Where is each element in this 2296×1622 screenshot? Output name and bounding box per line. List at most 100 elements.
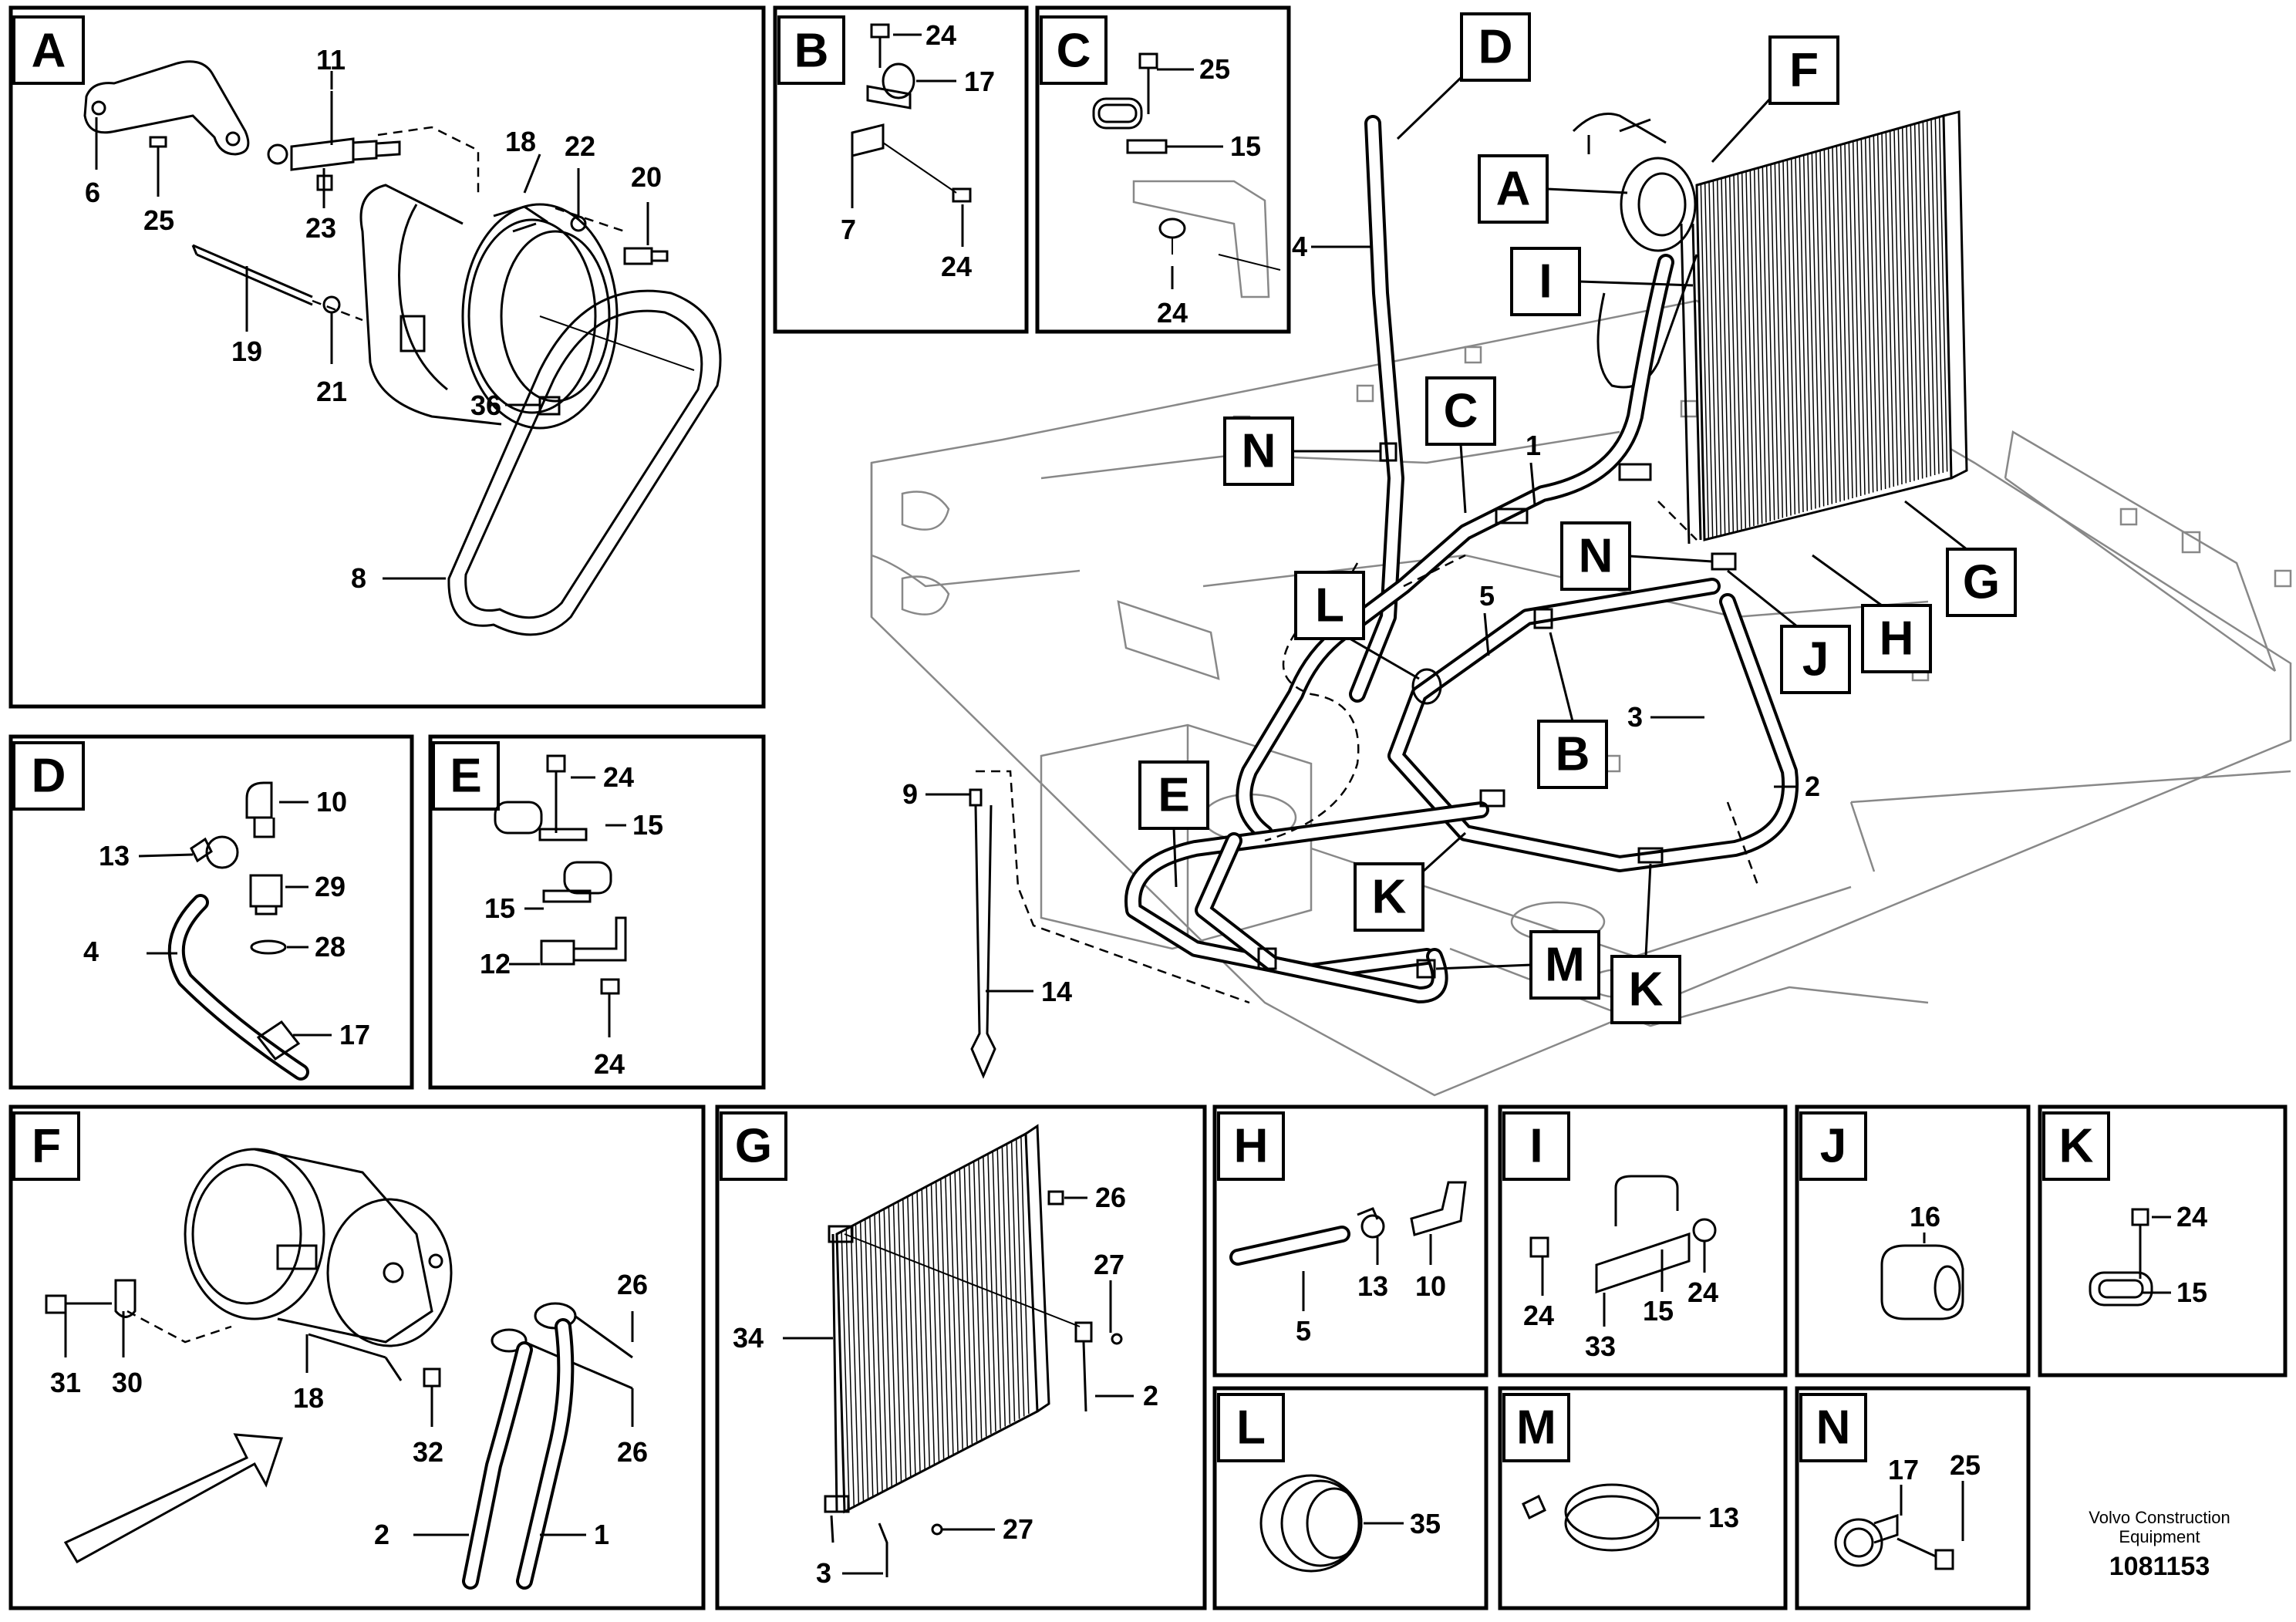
label-main-14: 14 (1041, 976, 1072, 1007)
label-i-33: 33 (1585, 1330, 1616, 1362)
label-g-27b: 27 (1003, 1513, 1033, 1545)
panel-a-letter: A (32, 25, 66, 78)
svg-text:N: N (1242, 425, 1276, 478)
main-callout-h: H (1812, 554, 1932, 673)
svg-text:J: J (1802, 633, 1829, 686)
main-callout-n2: N (1560, 521, 1713, 591)
svg-text:G: G (1963, 556, 2000, 609)
svg-text:F: F (1789, 44, 1819, 97)
label-g-26: 26 (1095, 1182, 1126, 1213)
label-b-24a: 24 (925, 19, 956, 51)
label-g-3: 3 (816, 1557, 831, 1589)
label-j-16: 16 (1910, 1201, 1940, 1233)
panel-m-letter: M (1516, 1401, 1556, 1455)
svg-text:B: B (1556, 728, 1590, 781)
label-b-17: 17 (964, 66, 995, 97)
label-a-21: 21 (316, 376, 347, 407)
panel-n-letter: N (1816, 1401, 1851, 1455)
label-f-26a: 26 (617, 1269, 648, 1300)
label-a-25: 25 (143, 204, 174, 236)
svg-text:M: M (1545, 939, 1585, 992)
panel-g-fins (841, 1136, 1030, 1509)
label-d-17: 17 (339, 1019, 370, 1050)
footer-part-number: 1081153 (2109, 1552, 2210, 1581)
panel-k-letter: K (2059, 1120, 2094, 1173)
svg-text:A: A (1496, 163, 1531, 216)
panel-j: J (1795, 1104, 2031, 1378)
label-d-28: 28 (315, 931, 346, 963)
label-b-7: 7 (841, 214, 856, 245)
svg-text:N: N (1579, 530, 1613, 583)
main-callout-i: I (1510, 247, 1694, 316)
label-g-27a: 27 (1094, 1249, 1124, 1280)
footer: Volvo Construction Equipment 1081153 (2089, 1508, 2230, 1581)
label-h-13: 13 (1357, 1270, 1388, 1302)
condenser-fins (1700, 116, 1948, 539)
label-a-6: 6 (85, 177, 100, 208)
main-callout-b: B (1537, 632, 1608, 789)
label-i-24b: 24 (1687, 1276, 1718, 1308)
panel-b: B (773, 5, 1029, 334)
label-e-24b: 24 (594, 1048, 625, 1080)
panel-f: F (8, 1104, 706, 1610)
svg-text:L: L (1315, 579, 1344, 632)
label-f-32: 32 (413, 1436, 443, 1468)
svg-text:E: E (1158, 769, 1189, 822)
main-callout-k1: K (1354, 831, 1467, 932)
svg-text:K: K (1372, 871, 1407, 924)
panel-g-letter: G (735, 1120, 772, 1173)
label-f-1: 1 (594, 1519, 609, 1550)
panel-i: I (1498, 1104, 1788, 1378)
label-i-24a: 24 (1523, 1300, 1554, 1331)
panel-h-letter: H (1234, 1120, 1269, 1173)
label-c-24: 24 (1157, 297, 1188, 329)
label-f-26b: 26 (617, 1436, 648, 1468)
panel-d-letter: D (32, 750, 66, 803)
panel-h: H (1212, 1104, 1489, 1378)
svg-text:H: H (1880, 612, 1914, 666)
main-callout-d: D (1396, 12, 1531, 140)
label-e-15a: 15 (632, 809, 663, 841)
panel-e: E (428, 734, 766, 1090)
footer-company-line2: Equipment (2119, 1527, 2200, 1546)
main-assembly-view: D F A I N C N L B J H G E K M K (870, 12, 2292, 1097)
label-a-36: 36 (470, 389, 501, 421)
main-callout-a: A (1478, 154, 1628, 224)
panel-i-letter: I (1529, 1120, 1542, 1173)
label-main-3: 3 (1627, 701, 1643, 733)
label-d-4: 4 (83, 936, 99, 967)
main-callout-l: L (1294, 571, 1420, 680)
label-a-8: 8 (351, 562, 366, 594)
label-d-13: 13 (99, 840, 130, 872)
label-h-10: 10 (1415, 1270, 1446, 1302)
label-c-15: 15 (1230, 130, 1261, 162)
label-h-5: 5 (1296, 1315, 1311, 1347)
panel-m: M (1498, 1386, 1788, 1610)
panel-f-letter: F (32, 1120, 61, 1173)
label-n-25: 25 (1950, 1449, 1981, 1481)
label-main-9: 9 (902, 778, 918, 810)
label-e-24a: 24 (603, 761, 634, 793)
panel-k: K (2038, 1104, 2288, 1378)
panel-a-tag (12, 15, 85, 85)
main-callout-f: F (1711, 35, 1839, 164)
label-d-29: 29 (315, 871, 346, 902)
label-a-23: 23 (305, 212, 336, 244)
label-l-35: 35 (1410, 1508, 1441, 1539)
label-g-34: 34 (733, 1322, 764, 1354)
label-i-15: 15 (1643, 1295, 1674, 1327)
footer-company-line1: Volvo Construction (2089, 1508, 2230, 1527)
label-main-1: 1 (1526, 430, 1541, 461)
panel-e-letter: E (450, 750, 481, 803)
panel-d: D (8, 734, 414, 1090)
part-number-labels: 11 18 22 20 6 25 23 19 21 36 8 24 17 7 2… (50, 19, 2207, 1589)
label-a-19: 19 (231, 336, 262, 367)
main-callout-n1: N (1223, 416, 1381, 486)
label-f-18: 18 (293, 1382, 324, 1414)
label-main-5: 5 (1479, 580, 1495, 612)
panel-c: C (1035, 5, 1291, 334)
label-f-30: 30 (112, 1367, 143, 1398)
main-callout-c: C (1425, 376, 1496, 514)
panel-n: N (1795, 1386, 2031, 1610)
main-callout-m: M (1435, 930, 1600, 1000)
